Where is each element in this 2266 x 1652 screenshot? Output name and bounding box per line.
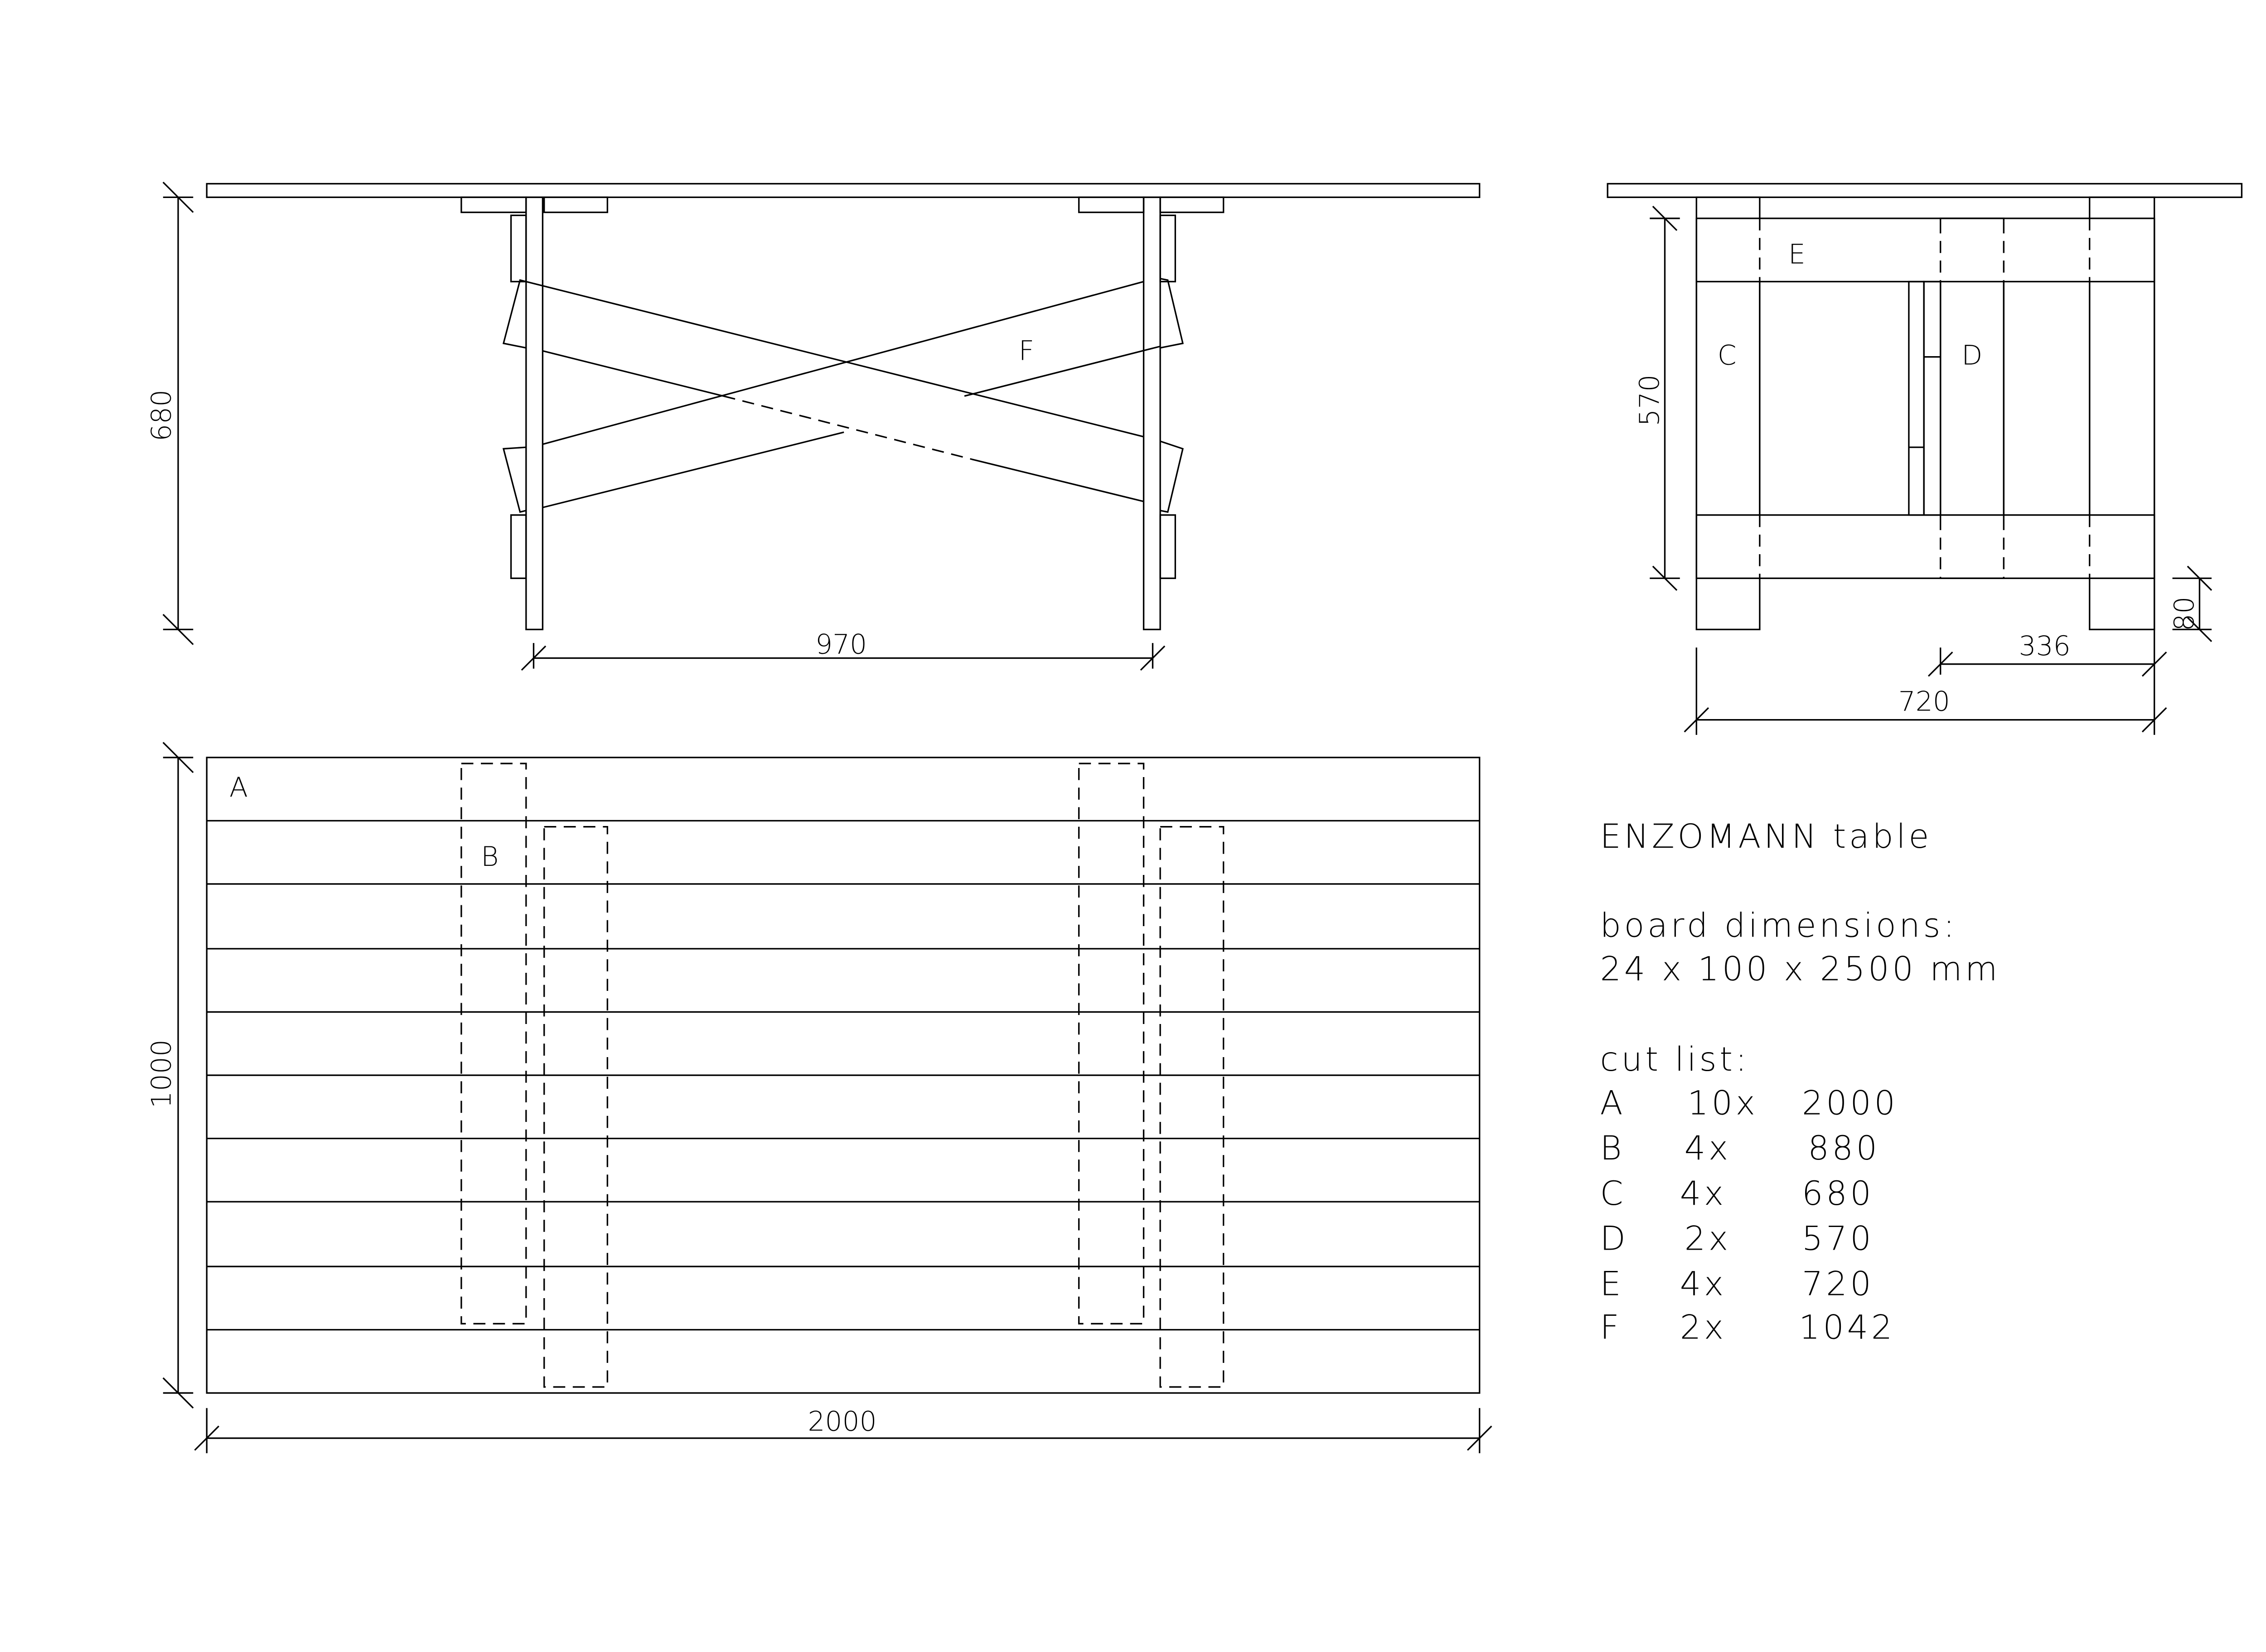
hidden-b [1159, 826, 1225, 1388]
cut-part: A [1600, 1084, 1626, 1122]
cut-list: A 10x 2000 B 4x 880 C 4x 680 D 2x 570 E … [1600, 1084, 1898, 1347]
cut-qty: 4x [1680, 1174, 1727, 1213]
cut-part: E [1600, 1265, 1624, 1303]
dim-680: 680 [145, 390, 177, 441]
block [510, 214, 527, 283]
block [510, 514, 527, 579]
hidden-b [460, 763, 527, 1325]
cut-length: 720 [1802, 1265, 1874, 1303]
dim-720: 720 [1898, 686, 1950, 718]
plan-view: A B 1000 2000 [145, 742, 1492, 1454]
cut-qty: 10x [1687, 1084, 1758, 1122]
cut-length: 1042 [1799, 1309, 1895, 1347]
label-b: B [481, 841, 499, 873]
board-lines [207, 820, 1480, 1331]
cleat [460, 196, 527, 213]
cut-part: B [1600, 1129, 1625, 1168]
block [1159, 214, 1176, 283]
drawing-title: ENZOMANN table [1600, 817, 1932, 856]
brace-f-1 [502, 279, 527, 349]
dim-336: 336 [2019, 630, 2071, 662]
dim-570: 570 [1634, 374, 1666, 426]
leg-post [1143, 196, 1161, 630]
label-e: E [1788, 239, 1806, 271]
cut-qty: 4x [1680, 1265, 1727, 1303]
tabletop-side [1607, 183, 2243, 198]
cleat [543, 196, 608, 213]
rail-e [1695, 514, 2155, 579]
cut-part: F [1600, 1309, 1622, 1347]
side-view: E C D 570 720 336 80 [1607, 183, 2243, 735]
label-a: A [229, 772, 248, 803]
cut-length: 2000 [1802, 1084, 1898, 1122]
dim-80: 80 [2169, 596, 2200, 631]
cut-list-heading: cut list: [1600, 1040, 1750, 1079]
brace-end-strip [1908, 280, 1925, 516]
cleat [1078, 196, 1145, 213]
cut-length: 570 [1802, 1220, 1874, 1258]
leg-post [525, 196, 544, 630]
cut-length: 680 [1802, 1174, 1874, 1213]
info-block: ENZOMANN table board dimensions: 24 x 10… [1600, 817, 2000, 1347]
board-size: 24 x 100 x 2500 mm [1600, 950, 2000, 989]
label-d: D [1961, 339, 1982, 371]
dim-970: 970 [815, 628, 867, 660]
cut-qty: 4x [1685, 1129, 1731, 1168]
cleat [1159, 196, 1225, 213]
brace-f-2 [502, 446, 527, 513]
dim-1000: 1000 [145, 1039, 177, 1108]
label-c: C [1718, 339, 1737, 371]
cut-part: D [1600, 1220, 1629, 1258]
tabletop-front [206, 183, 1481, 198]
label-f: F [1019, 335, 1034, 367]
block [1159, 514, 1176, 579]
rail-e [1695, 217, 2155, 283]
hidden-b [543, 826, 608, 1388]
front-view: F 680 970 [145, 181, 1481, 671]
hidden-b [1078, 763, 1145, 1325]
dim-2000: 2000 [808, 1406, 876, 1437]
cut-qty: 2x [1685, 1220, 1731, 1258]
cut-part: C [1600, 1174, 1627, 1213]
board-heading: board dimensions: [1600, 906, 1958, 945]
brace-end-strip [1923, 280, 1942, 516]
cut-length: 880 [1808, 1129, 1880, 1168]
cut-qty: 2x [1680, 1309, 1727, 1347]
